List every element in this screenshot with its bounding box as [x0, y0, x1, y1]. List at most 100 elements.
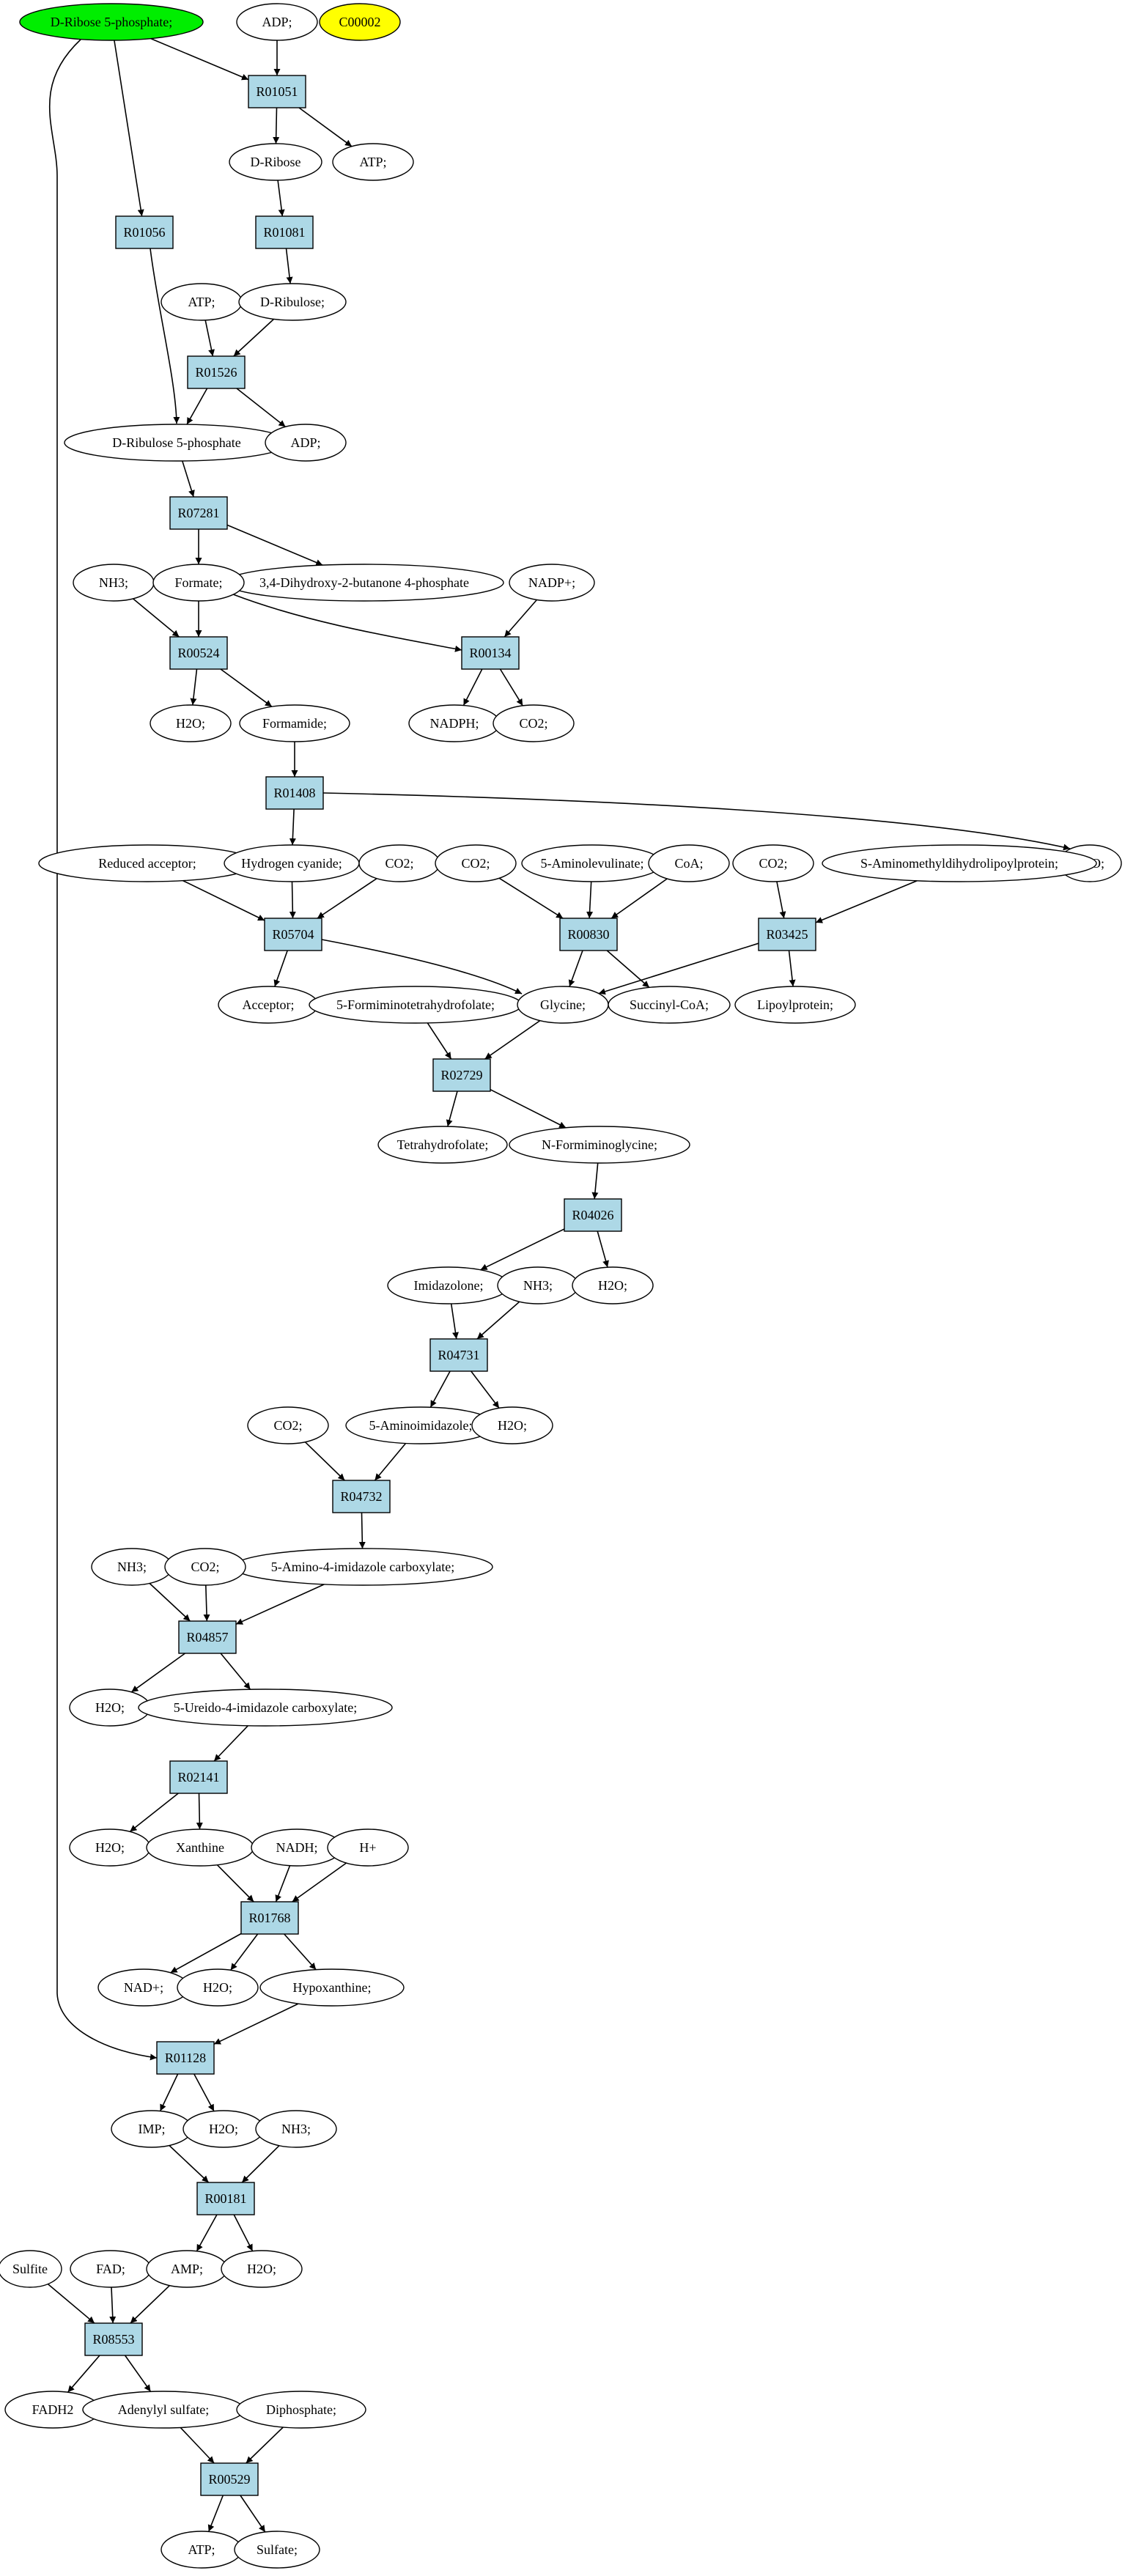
compound-ellipse: [152, 564, 245, 602]
edge-c_co2_5-to-r_R04732: [304, 1442, 345, 1481]
compound-node-thf[interactable]: Tetrahydrofolate;: [377, 1126, 508, 1164]
compound-node-nh3-3[interactable]: NH3;: [91, 1548, 173, 1586]
compound-node-ftf[interactable]: 5-Formiminotetrahydrofolate;: [309, 986, 523, 1024]
reaction-node-R08553[interactable]: R08553: [84, 2322, 143, 2356]
compound-node-succoa[interactable]: Succinyl-CoA;: [608, 986, 731, 1024]
compound-node-co2-3[interactable]: CO2;: [435, 844, 517, 882]
compound-node-adp1[interactable]: ADP;: [236, 3, 318, 41]
compound-node-hcn[interactable]: Hydrogen cyanide;: [224, 844, 360, 882]
compound-node-aminoimid[interactable]: 5-Aminoimidazole;: [345, 1406, 496, 1444]
compound-node-nfg[interactable]: N-Formiminoglycine;: [509, 1126, 690, 1164]
reaction-label: R00830: [567, 927, 609, 942]
compound-node-sulfite[interactable]: Sulfite: [0, 2250, 62, 2288]
compound-node-imp[interactable]: IMP;: [111, 2110, 193, 2148]
compound-node-imidazolone[interactable]: Imidazolone;: [387, 1266, 510, 1304]
reaction-node-R00181[interactable]: R00181: [196, 2182, 255, 2215]
reaction-node-R04857[interactable]: R04857: [178, 1620, 237, 1654]
reaction-box: [429, 1338, 488, 1372]
reaction-node-R04026[interactable]: R04026: [564, 1198, 622, 1232]
reaction-box: [169, 636, 228, 670]
reaction-node-R02141[interactable]: R02141: [169, 1760, 228, 1794]
reaction-node-R00524[interactable]: R00524: [169, 636, 228, 670]
compound-node-atp1[interactable]: ATP;: [332, 143, 414, 181]
compound-node-dhbp[interactable]: 3,4-Dihydroxy-2-butanone 4-phosphate: [224, 564, 504, 602]
compound-node-nadh[interactable]: NADH;: [251, 1828, 343, 1867]
edge-r_R00524-to-c_h2o_1: [190, 668, 198, 706]
reaction-node-R00529[interactable]: R00529: [200, 2462, 259, 2496]
compound-node-co2-1[interactable]: CO2;: [493, 704, 575, 742]
compound-node-adp2[interactable]: ADP;: [265, 424, 347, 462]
reaction-node-R04731[interactable]: R04731: [429, 1338, 488, 1372]
compound-node-formamide[interactable]: Formamide;: [239, 704, 350, 742]
compound-node-ribulose5p[interactable]: D-Ribulose 5-phosphate: [64, 424, 289, 462]
compound-node-hypox[interactable]: Hypoxanthine;: [259, 1968, 405, 2007]
compound-node-co2-2[interactable]: CO2;: [358, 844, 440, 882]
compound-node-nadp[interactable]: NADP+;: [509, 564, 595, 602]
compound-node-dribose[interactable]: D-Ribose: [229, 143, 322, 181]
compound-node-atp3[interactable]: ATP;: [161, 2531, 243, 2569]
compound-node-sulfate[interactable]: Sulfate;: [234, 2531, 320, 2569]
compound-node-hplus[interactable]: H+: [327, 1828, 409, 1867]
compound-node-nad[interactable]: NAD+;: [97, 1968, 190, 2007]
compound-label: NH3;: [281, 2122, 311, 2136]
reaction-label: R08553: [92, 2332, 134, 2347]
reaction-node-R01526[interactable]: R01526: [187, 355, 246, 389]
compound-node-ala[interactable]: 5-Aminolevulinate;: [521, 844, 663, 882]
edge-c_hypox-to-r_R01128: [213, 2003, 299, 2045]
compound-node-nh3-1[interactable]: NH3;: [73, 564, 155, 602]
compound-node-aic[interactable]: 5-Amino-4-imidazole carboxylate;: [232, 1548, 493, 1586]
compound-label: IMP;: [138, 2122, 165, 2136]
reaction-node-R07281[interactable]: R07281: [169, 496, 228, 530]
compound-label: D-Ribose: [251, 155, 301, 169]
reaction-node-R04732[interactable]: R04732: [332, 1480, 391, 1513]
compound-node-lipoprot[interactable]: Lipoylprotein;: [734, 986, 856, 1024]
compound-node-h2o-1[interactable]: H2O;: [150, 704, 232, 742]
compound-node-amdhlp[interactable]: S-Aminomethyldihydrolipoylprotein;: [822, 844, 1097, 882]
compound-node-nh3-4[interactable]: NH3;: [255, 2110, 337, 2148]
compound-node-dribulose[interactable]: D-Ribulose;: [238, 283, 347, 321]
edge-r_R01768-to-c_h2o_7: [230, 1933, 259, 1971]
compound-node-uic[interactable]: 5-Ureido-4-imidazole carboxylate;: [138, 1689, 393, 1727]
compound-node-redacc[interactable]: Reduced acceptor;: [38, 844, 257, 882]
compound-node-h2o-9[interactable]: H2O;: [221, 2250, 303, 2288]
reaction-node-R01081[interactable]: R01081: [255, 215, 314, 249]
reaction-node-R02729[interactable]: R02729: [432, 1058, 491, 1092]
reaction-node-R00830[interactable]: R00830: [559, 918, 618, 951]
reaction-box: [264, 918, 322, 951]
compound-node-diphos[interactable]: Diphosphate;: [236, 2391, 366, 2429]
compound-node-atp2[interactable]: ATP;: [161, 283, 243, 321]
reaction-node-R01051[interactable]: R01051: [248, 75, 306, 108]
reaction-node-R05704[interactable]: R05704: [264, 918, 322, 951]
compound-node-coa[interactable]: CoA;: [648, 844, 730, 882]
compound-node-nh3-2[interactable]: NH3;: [497, 1266, 579, 1304]
compound-node-h2o-3[interactable]: H2O;: [572, 1266, 654, 1304]
compound-node-xanthine[interactable]: Xanthine: [146, 1828, 254, 1867]
compound-node-co2-5[interactable]: CO2;: [247, 1406, 329, 1444]
reaction-node-R01408[interactable]: R01408: [265, 776, 324, 810]
reaction-node-R00134[interactable]: R00134: [461, 636, 520, 670]
edge-r_R02729-to-c_nfg: [490, 1088, 567, 1129]
compound-node-h2o-8[interactable]: H2O;: [182, 2110, 265, 2148]
compound-node-co2-6[interactable]: CO2;: [164, 1548, 246, 1586]
compound-node-acceptor[interactable]: Acceptor;: [218, 986, 319, 1024]
compound-node-ribose5p[interactable]: D-Ribose 5-phosphate;: [19, 3, 204, 41]
compound-node-h2o-5[interactable]: H2O;: [69, 1689, 151, 1727]
compound-node-formate[interactable]: Formate;: [152, 564, 245, 602]
compound-node-c00002[interactable]: C00002: [319, 3, 401, 41]
compound-node-nadph[interactable]: NADPH;: [408, 704, 501, 742]
compound-node-h2o-6[interactable]: H2O;: [69, 1828, 151, 1867]
edge-c_ribulose5p-to-r_R07281: [182, 460, 195, 498]
compound-node-h2o-7[interactable]: H2O;: [177, 1968, 259, 2007]
reaction-node-R01768[interactable]: R01768: [240, 1901, 299, 1935]
compound-node-co2-4[interactable]: CO2;: [732, 844, 814, 882]
compound-node-h2o-4[interactable]: H2O;: [471, 1406, 553, 1444]
compound-node-fad[interactable]: FAD;: [70, 2250, 152, 2288]
compound-node-fadh2[interactable]: FADH2: [4, 2391, 101, 2429]
compound-node-glycine[interactable]: Glycine;: [517, 986, 609, 1024]
compound-node-amp[interactable]: AMP;: [146, 2250, 228, 2288]
reaction-node-R01056[interactable]: R01056: [115, 215, 174, 249]
reaction-node-R03425[interactable]: R03425: [758, 918, 816, 951]
reaction-node-R01128[interactable]: R01128: [156, 2041, 215, 2075]
compound-node-aps[interactable]: Adenylyl sulfate;: [82, 2391, 245, 2429]
